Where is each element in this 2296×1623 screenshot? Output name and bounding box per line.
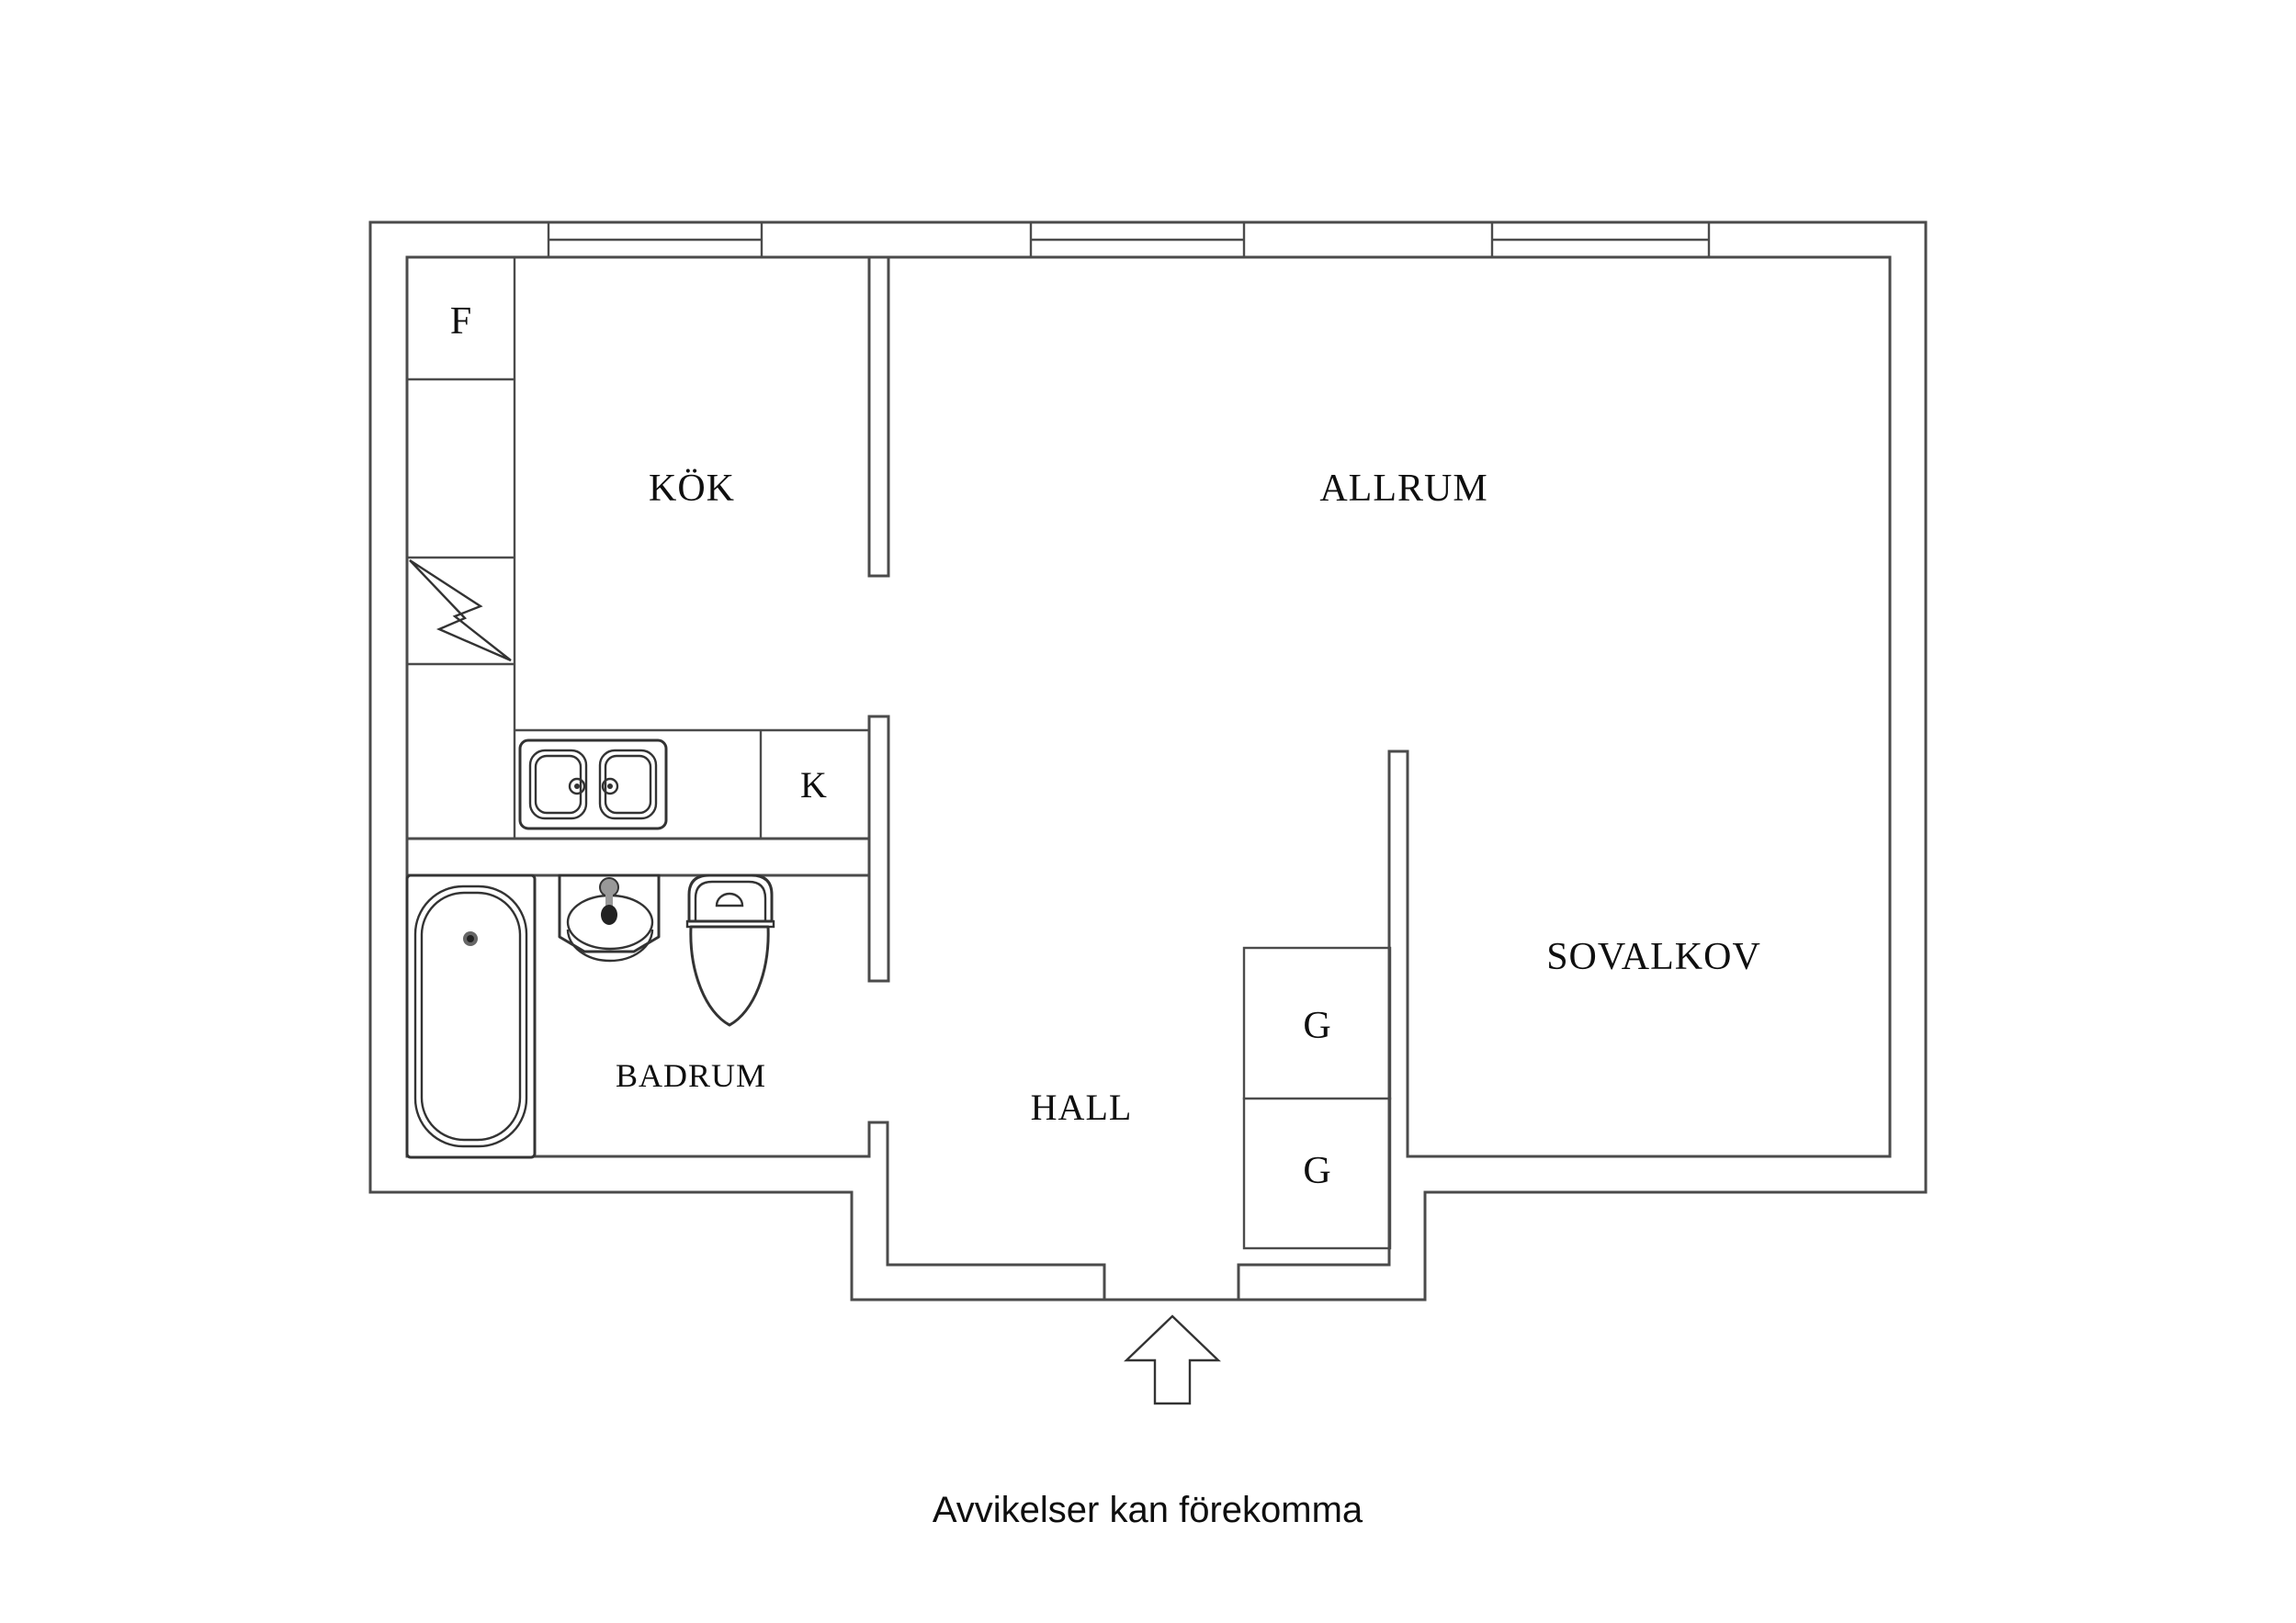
label-kitchen-cabinet: K	[800, 764, 828, 806]
disclaimer-text: Avvikelser kan förekomma	[933, 1490, 1363, 1530]
bathtub-icon	[405, 873, 537, 1159]
kitchen-sink-icon	[518, 738, 668, 830]
toilet-icon	[685, 873, 775, 1027]
label-wardrobe-lower: G	[1303, 1150, 1331, 1192]
kitchen-cabinets	[405, 255, 871, 840]
wardrobe-cabinets	[1242, 946, 1392, 1250]
window-icon	[547, 220, 763, 259]
room-label-hall: HALL	[1031, 1087, 1133, 1128]
windows	[547, 220, 1711, 259]
room-label-badrum: BADRUM	[616, 1057, 766, 1094]
label-wardrobe-upper: G	[1303, 1005, 1331, 1047]
room-label-kok: KÖK	[649, 468, 735, 510]
stove-icon	[409, 558, 512, 662]
window-icon	[1490, 220, 1711, 259]
room-label-sovalkov: SOVALKOV	[1546, 936, 1761, 978]
washbasin-icon	[558, 873, 661, 963]
entrance-arrow-icon	[1124, 1314, 1221, 1405]
window-icon	[1029, 220, 1246, 259]
room-labels: F KÖK ALLRUM K SOVALKOV G G BADRUM HALL	[450, 300, 1761, 1192]
room-label-allrum: ALLRUM	[1319, 468, 1487, 510]
label-fridge: F	[450, 300, 472, 343]
